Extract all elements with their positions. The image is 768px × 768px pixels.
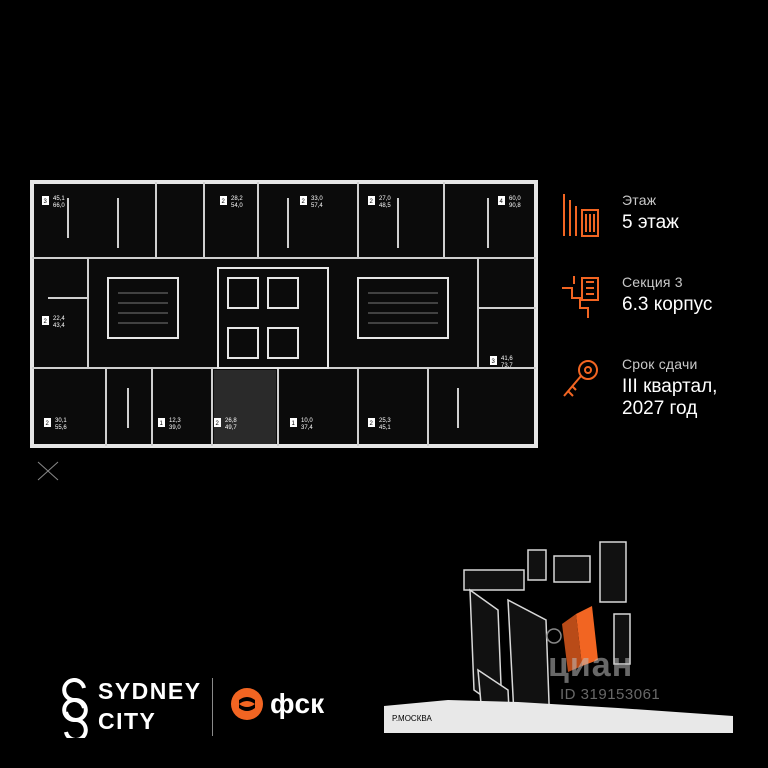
svg-text:54,0: 54,0 [231,203,243,209]
logo-divider [212,678,213,736]
key-icon [563,360,598,397]
svg-text:3: 3 [44,199,48,205]
building-floors-icon [563,194,599,237]
highlighted-unit [214,370,276,444]
section-label: Секция 3 [622,274,683,290]
svg-text:22,4: 22,4 [53,316,65,322]
central-core [107,267,449,369]
svg-text:41,6: 41,6 [501,356,513,362]
apartment-label-a1: 3 45,1 66,0 [42,196,65,209]
svg-text:39,0: 39,0 [169,425,181,431]
legend-floor: Этаж 5 этаж [560,188,760,270]
svg-text:10,0: 10,0 [301,418,313,424]
svg-text:2: 2 [44,319,48,325]
svg-text:30,1: 30,1 [55,418,67,424]
site-context-drawing [384,541,733,733]
sydney-city-mark-icon [62,678,88,738]
section-value: 6.3 корпус [622,294,713,315]
apartment-label-a2: 2 28,2 54,0 [220,196,243,209]
svg-text:1: 1 [160,421,164,427]
floor-plan: 3 45,1 66,0 2 28,2 54,0 2 33,0 57,4 2 27… [28,178,540,450]
sydney-word: SYDNEY [98,678,202,704]
watermark-brand: циан [548,646,634,684]
svg-text:2: 2 [222,199,226,205]
sydney-city-logo: SYDNEY CITY [60,678,210,738]
svg-text:45,1: 45,1 [379,425,391,431]
svg-text:66,0: 66,0 [53,203,65,209]
legend-deadline: Срок сдачи III квартал, 2027 год [560,352,760,434]
site-context-map [378,540,748,740]
svg-text:55,6: 55,6 [55,425,67,431]
fsk-word: фск [270,688,325,719]
legend-panel: Этаж 5 этаж Секция 3 6.3 корпус [560,188,760,434]
location-pin-icon [546,628,562,644]
interior-walls [32,182,536,446]
apartment-label-a3: 2 33,0 57,4 [300,196,323,209]
svg-text:2: 2 [46,421,50,427]
svg-text:1: 1 [292,421,296,427]
river-label: Р.МОСКВА [392,714,432,723]
svg-text:2: 2 [370,199,374,205]
apartment-label-a7: 3 41,6 73,7 [490,356,513,369]
floor-label: Этаж [622,192,657,208]
apartment-label-a9: 1 12,3 39,0 [158,418,181,431]
fsk-mark-icon [231,688,263,720]
svg-text:27,0: 27,0 [379,196,391,202]
floor-value: 5 этаж [622,212,679,233]
svg-text:48,5: 48,5 [379,203,391,209]
apartment-label-a8: 2 30,1 55,6 [44,418,67,431]
apartment-label-a5: 4 60,0 90,8 [498,196,521,209]
svg-text:57,4: 57,4 [311,203,323,209]
apartment-label-a4: 2 27,0 48,5 [368,196,391,209]
svg-text:73,7: 73,7 [501,363,513,369]
compass-drawing [37,461,59,481]
compass-icon [28,458,68,486]
svg-text:28,2: 28,2 [231,196,243,202]
svg-text:2: 2 [370,421,374,427]
stair-hatching [118,292,438,324]
floor-plan-drawing: 3 45,1 66,0 2 28,2 54,0 2 33,0 57,4 2 27… [30,180,538,448]
svg-text:43,4: 43,4 [53,323,65,329]
svg-text:37,4: 37,4 [301,425,313,431]
watermark-id: ID 319153061 [560,686,661,703]
deadline-label: Срок сдачи [622,356,698,372]
fsk-logo: фск [230,686,350,726]
svg-text:3: 3 [492,359,496,365]
section-stairs-icon [562,276,599,318]
svg-text:45,1: 45,1 [53,196,65,202]
apartment-label-a6: 2 22,4 43,4 [42,316,65,329]
svg-text:49,7: 49,7 [225,425,237,431]
svg-text:33,0: 33,0 [311,196,323,202]
svg-text:25,3: 25,3 [379,418,391,424]
outer-wall [30,180,538,448]
legend-section: Секция 3 6.3 корпус [560,270,760,352]
apartment-label-a10: 2 26,8 49,7 [214,418,237,431]
city-word: CITY [98,708,157,734]
svg-text:60,0: 60,0 [509,196,521,202]
svg-text:90,8: 90,8 [509,203,521,209]
apartment-label-a11: 1 10,0 37,4 [290,418,313,431]
apartment-label-a12: 2 25,3 45,1 [368,418,391,431]
svg-text:26,8: 26,8 [225,418,237,424]
svg-text:2: 2 [302,199,306,205]
deadline-value: III квартал, 2027 год [622,376,718,419]
svg-text:12,3: 12,3 [169,418,181,424]
svg-text:4: 4 [500,199,504,205]
svg-text:2: 2 [216,421,220,427]
